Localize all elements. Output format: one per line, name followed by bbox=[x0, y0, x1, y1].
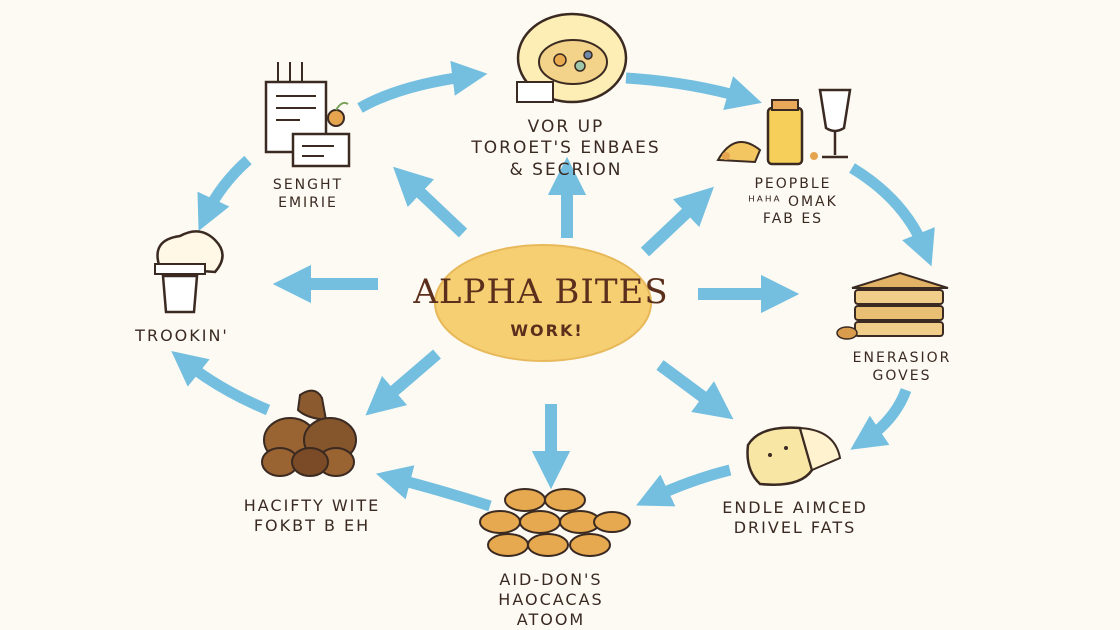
node-label-top: VOR UP TOROET'S ENBAES & SECRION bbox=[471, 117, 661, 180]
arrow-to-top-right bbox=[640, 186, 714, 257]
node-label-left: TROOKIN' bbox=[135, 326, 229, 345]
drinks-icon bbox=[716, 88, 852, 166]
arrow-bottomleft-to-left bbox=[171, 351, 271, 416]
arrow-to-top-left bbox=[393, 166, 468, 238]
documents-icon bbox=[264, 62, 351, 168]
dough-icon bbox=[261, 389, 357, 477]
hub-ellipse bbox=[434, 244, 652, 362]
arrow-top-to-topright bbox=[625, 72, 762, 110]
arrow-bottomright-to-bottom bbox=[636, 464, 732, 507]
hub-subtitle: WORK! bbox=[510, 321, 584, 340]
node-label-bottom-left: HACIFTY WITE FOKBT B EH bbox=[243, 496, 381, 535]
crackers-stack-icon bbox=[836, 271, 949, 340]
cookies-icon bbox=[479, 488, 631, 557]
radial-arrows bbox=[272, 156, 800, 490]
arrow-topright-to-right bbox=[849, 163, 935, 267]
node-label-top-right: PEOPBLE ᴴᴬᴴᴬ OMAK FAB ES bbox=[748, 176, 838, 227]
arrow-to-bottom-left bbox=[365, 349, 441, 416]
arrow-topleft-to-top bbox=[357, 60, 488, 113]
bowl-icon bbox=[516, 12, 628, 104]
hub-title: ALPHA BITES bbox=[413, 272, 669, 312]
cycle-arrows bbox=[171, 60, 935, 512]
node-label-top-left: SENGHT EMIRIE bbox=[272, 177, 344, 211]
node-label-bottom-right: ENDLE AIMCED DRIVEL FATS bbox=[722, 498, 868, 537]
arrow-right-to-bottomright bbox=[850, 387, 912, 450]
arrow-bottom-to-bottomleft bbox=[375, 465, 492, 512]
arrow-left-to-topleft bbox=[197, 155, 252, 231]
arrow-to-bottom-right bbox=[656, 360, 734, 420]
node-label-bottom: AID-DON'S HAOCACAS ATOOM bbox=[498, 570, 604, 629]
bread-icon bbox=[746, 426, 842, 486]
cup-icon bbox=[154, 230, 224, 314]
node-label-right: ENERASIOR GOVES bbox=[852, 350, 952, 384]
